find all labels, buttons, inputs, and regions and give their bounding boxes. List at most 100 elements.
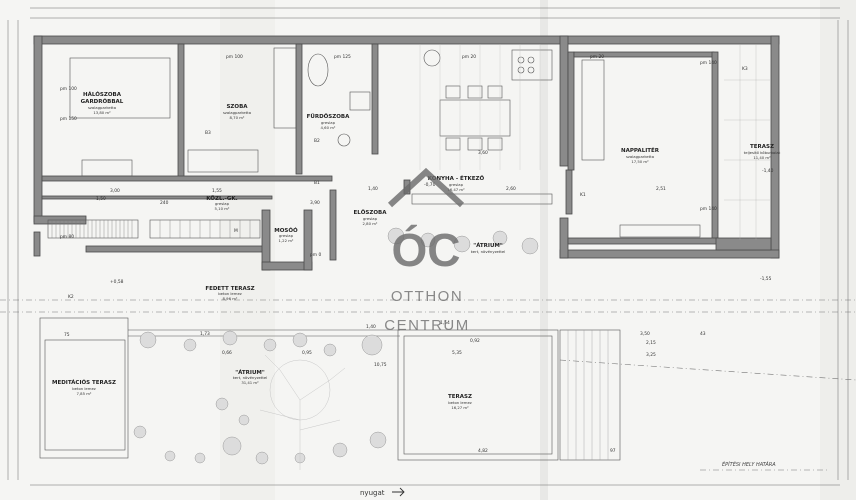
dim-173: 1,73 — [200, 331, 210, 337]
room-szoba-name: SZOBA — [226, 104, 248, 110]
room-kozl-name: KÖZL.-GK. — [206, 195, 237, 202]
dim-1075: 10,75 — [374, 362, 387, 368]
code-m: M — [234, 228, 238, 234]
room-labels: HÁLÓSZOBA GARDRÓBBAL szalagparketta 13,8… — [52, 91, 781, 410]
room-atrium1-floor: kert, növényzettel — [471, 249, 506, 254]
room-szoba-area: 8,70 m² — [230, 115, 245, 120]
room-nappali-area: 17,50 m² — [631, 159, 649, 164]
tile-grid — [419, 44, 541, 170]
corridor-hatch — [47, 219, 261, 239]
dim-155b: -1,55 — [760, 276, 772, 282]
pm-150: pm 150 — [60, 116, 77, 122]
dim-350: 3,50 — [640, 331, 650, 337]
pm-20b: pm 20 — [590, 54, 604, 60]
dim-140b: 1,40 — [366, 324, 376, 330]
pm-100a: pm 100 — [60, 86, 77, 92]
code-b1: B1 — [314, 180, 320, 186]
dim-260: 2,60 — [506, 186, 516, 192]
dim-097: 97 — [610, 448, 616, 454]
code-k2: K2 — [68, 294, 74, 300]
tree-sketch — [259, 354, 346, 470]
room-eloszoba-name: ELŐSZOBA — [353, 209, 387, 216]
room-konyha-floor: greslap — [449, 182, 464, 187]
room-fedett-floor: beton lemez — [218, 291, 242, 296]
compass-arrow-icon — [392, 487, 405, 497]
dim-150: 1,50 — [96, 196, 106, 202]
room-terasz-s-name: TERASZ — [448, 394, 472, 400]
dim-155: 1,55 — [212, 188, 222, 194]
room-halo-area: 13,80 m² — [93, 110, 111, 115]
room-meditacio-floor: beton lemez — [72, 386, 96, 391]
dim-215: 2,15 — [646, 340, 656, 346]
room-moso-area: 1,22 m² — [279, 238, 294, 243]
compass-label: nyugat — [360, 489, 385, 497]
dim-154: 1,54 — [440, 320, 450, 326]
otthon-centrum-logo: ÓC OTTHON CENTRUM — [384, 167, 470, 334]
dim-390: 3,90 — [310, 200, 320, 206]
room-eloszoba-floor: greslap — [363, 216, 378, 221]
pm-80: pm 80 — [60, 234, 74, 240]
code-k3: K3 — [742, 66, 748, 72]
house-walls — [33, 35, 780, 271]
room-meditacio-name: MEDITÁCIÓS TERASZ — [52, 379, 116, 386]
logo-line2: CENTRUM — [384, 317, 470, 334]
room-terasz-e-area: 11,40 m² — [753, 155, 771, 160]
room-terasz-s-area: 16,27 m² — [451, 405, 469, 410]
dim-140: 1,40 — [368, 186, 378, 192]
code-b3: B3 — [205, 130, 211, 136]
logo-mark: ÓC — [392, 224, 461, 276]
dim-070: -0,70 — [424, 182, 436, 188]
room-halo-floor: szalagparketta — [88, 105, 116, 110]
atrium-plants — [133, 227, 539, 465]
building-boundary-label: ÉPÍTÉSI HELY HATÁRA — [722, 460, 776, 468]
room-meditacio-area: 7,85 m² — [77, 391, 92, 396]
room-furdo-name: FÜRDŐSZOBA — [307, 113, 351, 120]
east-terrace-grid — [724, 44, 770, 240]
dimension-chains — [7, 7, 849, 486]
pm-140b: pm 140 — [700, 206, 717, 212]
room-moso-floor: greslap — [279, 233, 294, 238]
pm-125: pm 125 — [334, 54, 351, 60]
room-konyha-area: 16,47 m² — [447, 187, 465, 192]
code-k1: K1 — [580, 192, 586, 198]
dim-095: 0,95 — [302, 350, 312, 356]
roof-icon — [387, 167, 465, 208]
dimension-values: 3,00 1,55 240 1,40 -0,70 3,60 2,60 2,51 … — [64, 150, 774, 454]
dim-300: 3,00 — [110, 188, 120, 194]
dim-066: 0,66 — [222, 350, 232, 356]
room-eloszoba-area: 2,80 m² — [363, 221, 378, 226]
dim-325: 3,25 — [646, 352, 656, 358]
pm-140a: pm 140 — [700, 60, 717, 66]
room-halo-name2: GARDRÓBBAL — [81, 98, 124, 105]
room-szoba-floor: szalagparketta — [223, 110, 251, 115]
room-halo-name: HÁLÓSZOBA — [83, 91, 122, 98]
south-terraces — [39, 317, 621, 461]
logo-line1: OTTHON — [391, 288, 463, 305]
level-codes: B3 B2 B1 M K2 K1 K3 pm 100 pm 100 pm 125… — [60, 54, 748, 300]
room-konyha-name: KONYHA - ÉTKEZŐ — [428, 174, 485, 182]
room-furdo-area: 4,60 m² — [321, 125, 336, 130]
room-kozl-floor: greslap — [215, 201, 230, 206]
dim-482: 4,82 — [478, 448, 488, 454]
compass: nyugat — [360, 487, 405, 497]
room-terasz-s-floor: beton lemez — [448, 400, 472, 405]
room-furdo-floor: greslap — [321, 120, 336, 125]
pm-0: pm 0 — [310, 252, 321, 258]
room-fedett-area: 8,96 m² — [223, 296, 238, 301]
room-nappali-floor: szalagparketta — [626, 154, 654, 159]
room-moso-name: MOSÓÓ — [274, 227, 298, 234]
pm-20a: pm 20 — [462, 54, 476, 60]
room-atrium2-name: "ÁTRIUM" — [235, 369, 265, 376]
room-terasz-e-name: TERASZ — [750, 144, 774, 150]
room-kozl-area: 5,10 m² — [215, 206, 230, 211]
dim-360: 3,60 — [478, 150, 488, 156]
room-atrium1-name: "ÁTRIUM" — [473, 242, 503, 249]
dim-535: 5,35 — [452, 350, 462, 356]
dim-075: 75 — [64, 332, 70, 338]
dim-058: +0,58 — [110, 279, 124, 285]
room-terasz-e-floor: teljesítő kőburkolat — [744, 150, 781, 155]
dim-140c: -1,40 — [762, 168, 774, 174]
dim-251: 2,51 — [656, 186, 666, 192]
room-atrium2-area: 31,41 m² — [241, 380, 259, 385]
